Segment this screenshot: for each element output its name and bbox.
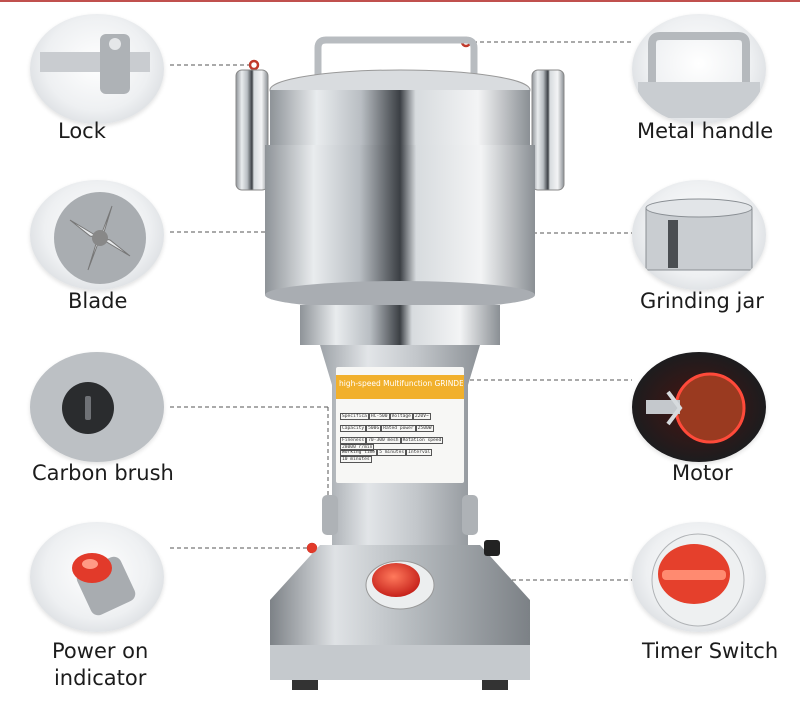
timer-switch-label: Timer Switch <box>642 639 779 663</box>
power-indicator-icon <box>72 553 136 616</box>
carbon-brush-icon <box>30 352 164 462</box>
base-foot-band <box>270 645 530 680</box>
timer-switch-thumbnail <box>632 522 766 632</box>
grinding-jar-thumbnail <box>632 180 766 290</box>
power-indicator-light <box>307 543 317 553</box>
blade-thumbnail <box>30 180 164 290</box>
lock-icon <box>40 34 150 94</box>
handle-shape <box>314 36 478 88</box>
right-clamp <box>531 69 565 191</box>
blade-label: Blade <box>68 289 128 313</box>
spec-plate-title: high-speed Multifunction GRINDER <box>339 379 463 388</box>
jar-bottom <box>265 281 535 309</box>
power-indicator-label: Power on indicator <box>52 639 149 690</box>
jar-body <box>265 145 535 295</box>
left-vent <box>322 495 338 535</box>
lid-band <box>270 90 530 145</box>
grinder-illustration <box>235 36 565 690</box>
carbon-brush-label: Carbon brush <box>32 461 174 485</box>
carbon-brush-thumbnail <box>30 352 164 462</box>
right-foot <box>482 680 508 690</box>
motor-thumbnail <box>632 352 766 462</box>
neck-rings <box>300 305 500 345</box>
timer-switch-icon <box>651 533 745 627</box>
lock-label: Lock <box>58 119 106 143</box>
metal-handle-thumbnail <box>632 14 766 124</box>
lock-dot <box>248 59 260 71</box>
right-vent <box>462 495 478 535</box>
grinding-jar-label: Grinding jar <box>640 289 764 313</box>
left-foot <box>292 680 318 690</box>
timer-knob <box>372 563 420 597</box>
metal-handle-label: Metal handle <box>637 119 774 143</box>
motor-icon <box>646 372 746 444</box>
lock-thumbnail <box>30 14 164 124</box>
power-indicator-thumbnail <box>30 522 164 632</box>
grinding-jar-icon <box>645 198 753 271</box>
blade-icon <box>54 192 146 284</box>
left-clamp <box>235 69 269 191</box>
top-accent-line <box>0 0 800 2</box>
rocker-switch <box>484 540 500 556</box>
spec-plate: high-speed Multifunction GRINDER Specifi… <box>336 367 464 483</box>
spec-plate-header <box>336 375 464 399</box>
motor-label: Motor <box>672 461 733 485</box>
metal-handle-icon <box>638 32 760 118</box>
